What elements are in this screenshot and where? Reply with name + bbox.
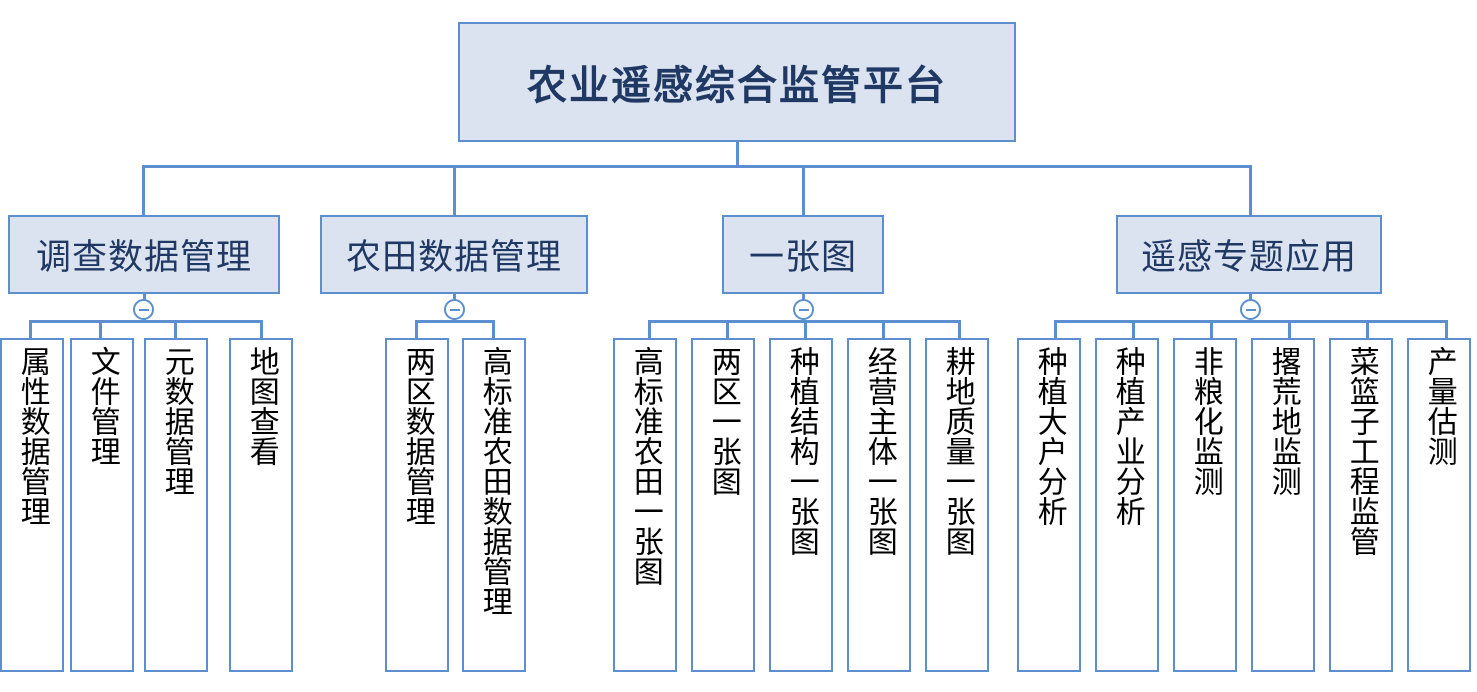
- leaf-node-2-2[interactable]: 高标准农田数据管理: [462, 338, 526, 672]
- connector-branch-3-leaf-1: [648, 320, 651, 340]
- connector-root-to-branch-4: [1249, 165, 1252, 217]
- connector-branch-1-leaf-4: [260, 320, 263, 340]
- leaf-node-2-1-label: 两区数据管理: [400, 346, 434, 526]
- connector-root-to-branch-2: [453, 165, 456, 217]
- leaf-node-3-3[interactable]: 种植结构一张图: [769, 338, 833, 672]
- leaf-node-4-4[interactable]: 撂荒地监测: [1251, 338, 1315, 672]
- connector-root-bus: [142, 165, 1251, 168]
- leaf-node-1-2[interactable]: 文件管理: [70, 338, 134, 672]
- leaf-node-1-4[interactable]: 地图查看: [229, 338, 293, 672]
- leaf-node-4-1-label: 种植大户分析: [1032, 346, 1066, 526]
- minus-circle-icon: [138, 308, 149, 311]
- leaf-node-4-4-label: 撂荒地监测: [1266, 346, 1300, 496]
- connector-branch-4-leaf-6: [1445, 320, 1448, 340]
- leaf-node-4-6[interactable]: 产量估测: [1407, 338, 1471, 672]
- collapse-toggle-branch-1[interactable]: [133, 299, 154, 320]
- connector-branch-3-leaf-4: [882, 320, 885, 340]
- leaf-node-3-2[interactable]: 两区一张图: [691, 338, 755, 672]
- minus-circle-icon: [798, 308, 809, 311]
- leaf-node-1-4-label: 地图查看: [244, 346, 278, 466]
- connector-branch-1-leaf-2: [99, 320, 102, 340]
- collapse-toggle-branch-3[interactable]: [793, 299, 814, 320]
- leaf-node-1-1-label: 属性数据管理: [15, 346, 49, 526]
- connector-branch-4-leaf-4: [1288, 320, 1291, 340]
- collapse-toggle-branch-2[interactable]: [444, 299, 465, 320]
- connector-branch-4-leaf-2: [1132, 320, 1135, 340]
- leaf-node-1-1[interactable]: 属性数据管理: [0, 338, 64, 672]
- connector-branch-1-leaf-3: [174, 320, 177, 340]
- connector-branch-3-leaf-3: [804, 320, 807, 340]
- leaf-node-3-1[interactable]: 高标准农田一张图: [613, 338, 677, 672]
- leaf-node-3-4[interactable]: 经营主体一张图: [847, 338, 911, 672]
- connector-branch-2-leaf-1: [415, 320, 418, 340]
- leaf-node-4-5[interactable]: 菜篮子工程监管: [1329, 338, 1393, 672]
- leaf-node-4-3[interactable]: 非粮化监测: [1173, 338, 1237, 672]
- root-node-label: 农业遥感综合监管平台: [527, 64, 947, 108]
- leaf-node-4-6-label: 产量估测: [1422, 346, 1456, 466]
- branch-node-4-label: 遥感专题应用: [1140, 238, 1357, 277]
- leaf-node-4-2-label: 种植产业分析: [1110, 346, 1144, 526]
- connector-branch-4-leaf-3: [1210, 320, 1213, 340]
- connector-branch-2-leaf-2: [492, 320, 495, 340]
- leaf-node-1-2-label: 文件管理: [85, 346, 119, 466]
- minus-circle-icon: [1245, 308, 1256, 311]
- leaf-node-4-1[interactable]: 种植大户分析: [1017, 338, 1081, 672]
- branch-node-1-label: 调查数据管理: [35, 238, 252, 277]
- branch-node-3-label: 一张图: [748, 238, 857, 277]
- root-node[interactable]: 农业遥感综合监管平台: [458, 22, 1016, 142]
- connector-branch-4-leaf-1: [1054, 320, 1057, 340]
- connector-branch-3-leaf-5: [958, 320, 961, 340]
- leaf-node-4-5-label: 菜篮子工程监管: [1344, 346, 1378, 556]
- leaf-node-2-2-label: 高标准农田数据管理: [477, 346, 511, 616]
- leaf-node-3-4-label: 经营主体一张图: [862, 346, 896, 556]
- minus-circle-icon: [449, 308, 460, 311]
- leaf-node-4-3-label: 非粮化监测: [1188, 346, 1222, 496]
- connector-branch-1-leaf-1: [29, 320, 32, 340]
- connector-root-to-branch-3: [802, 165, 805, 217]
- leaf-node-3-5-label: 耕地质量一张图: [940, 346, 974, 556]
- leaf-node-3-3-label: 种植结构一张图: [784, 346, 818, 556]
- branch-node-4[interactable]: 遥感专题应用: [1116, 215, 1382, 294]
- leaf-node-3-1-label: 高标准农田一张图: [628, 346, 662, 586]
- connector-branch-4-leaf-5: [1366, 320, 1369, 340]
- leaf-node-1-3-label: 元数据管理: [159, 346, 193, 496]
- branch-node-2[interactable]: 农田数据管理: [320, 215, 588, 294]
- branch-node-1[interactable]: 调查数据管理: [8, 215, 280, 294]
- leaf-node-1-3[interactable]: 元数据管理: [144, 338, 208, 672]
- branch-node-3[interactable]: 一张图: [722, 215, 884, 294]
- collapse-toggle-branch-4[interactable]: [1240, 299, 1261, 320]
- connector-branch-2-bus: [415, 320, 495, 323]
- leaf-node-2-1[interactable]: 两区数据管理: [385, 338, 449, 672]
- connector-branch-4-bus: [1054, 320, 1448, 323]
- connector-branch-1-bus: [29, 320, 263, 323]
- leaf-node-3-2-label: 两区一张图: [706, 346, 740, 496]
- connector-branch-3-leaf-2: [726, 320, 729, 340]
- branch-node-2-label: 农田数据管理: [345, 238, 562, 277]
- leaf-node-3-5[interactable]: 耕地质量一张图: [925, 338, 989, 672]
- connector-root-stem: [736, 142, 739, 167]
- leaf-node-4-2[interactable]: 种植产业分析: [1095, 338, 1159, 672]
- connector-root-to-branch-1: [142, 165, 145, 217]
